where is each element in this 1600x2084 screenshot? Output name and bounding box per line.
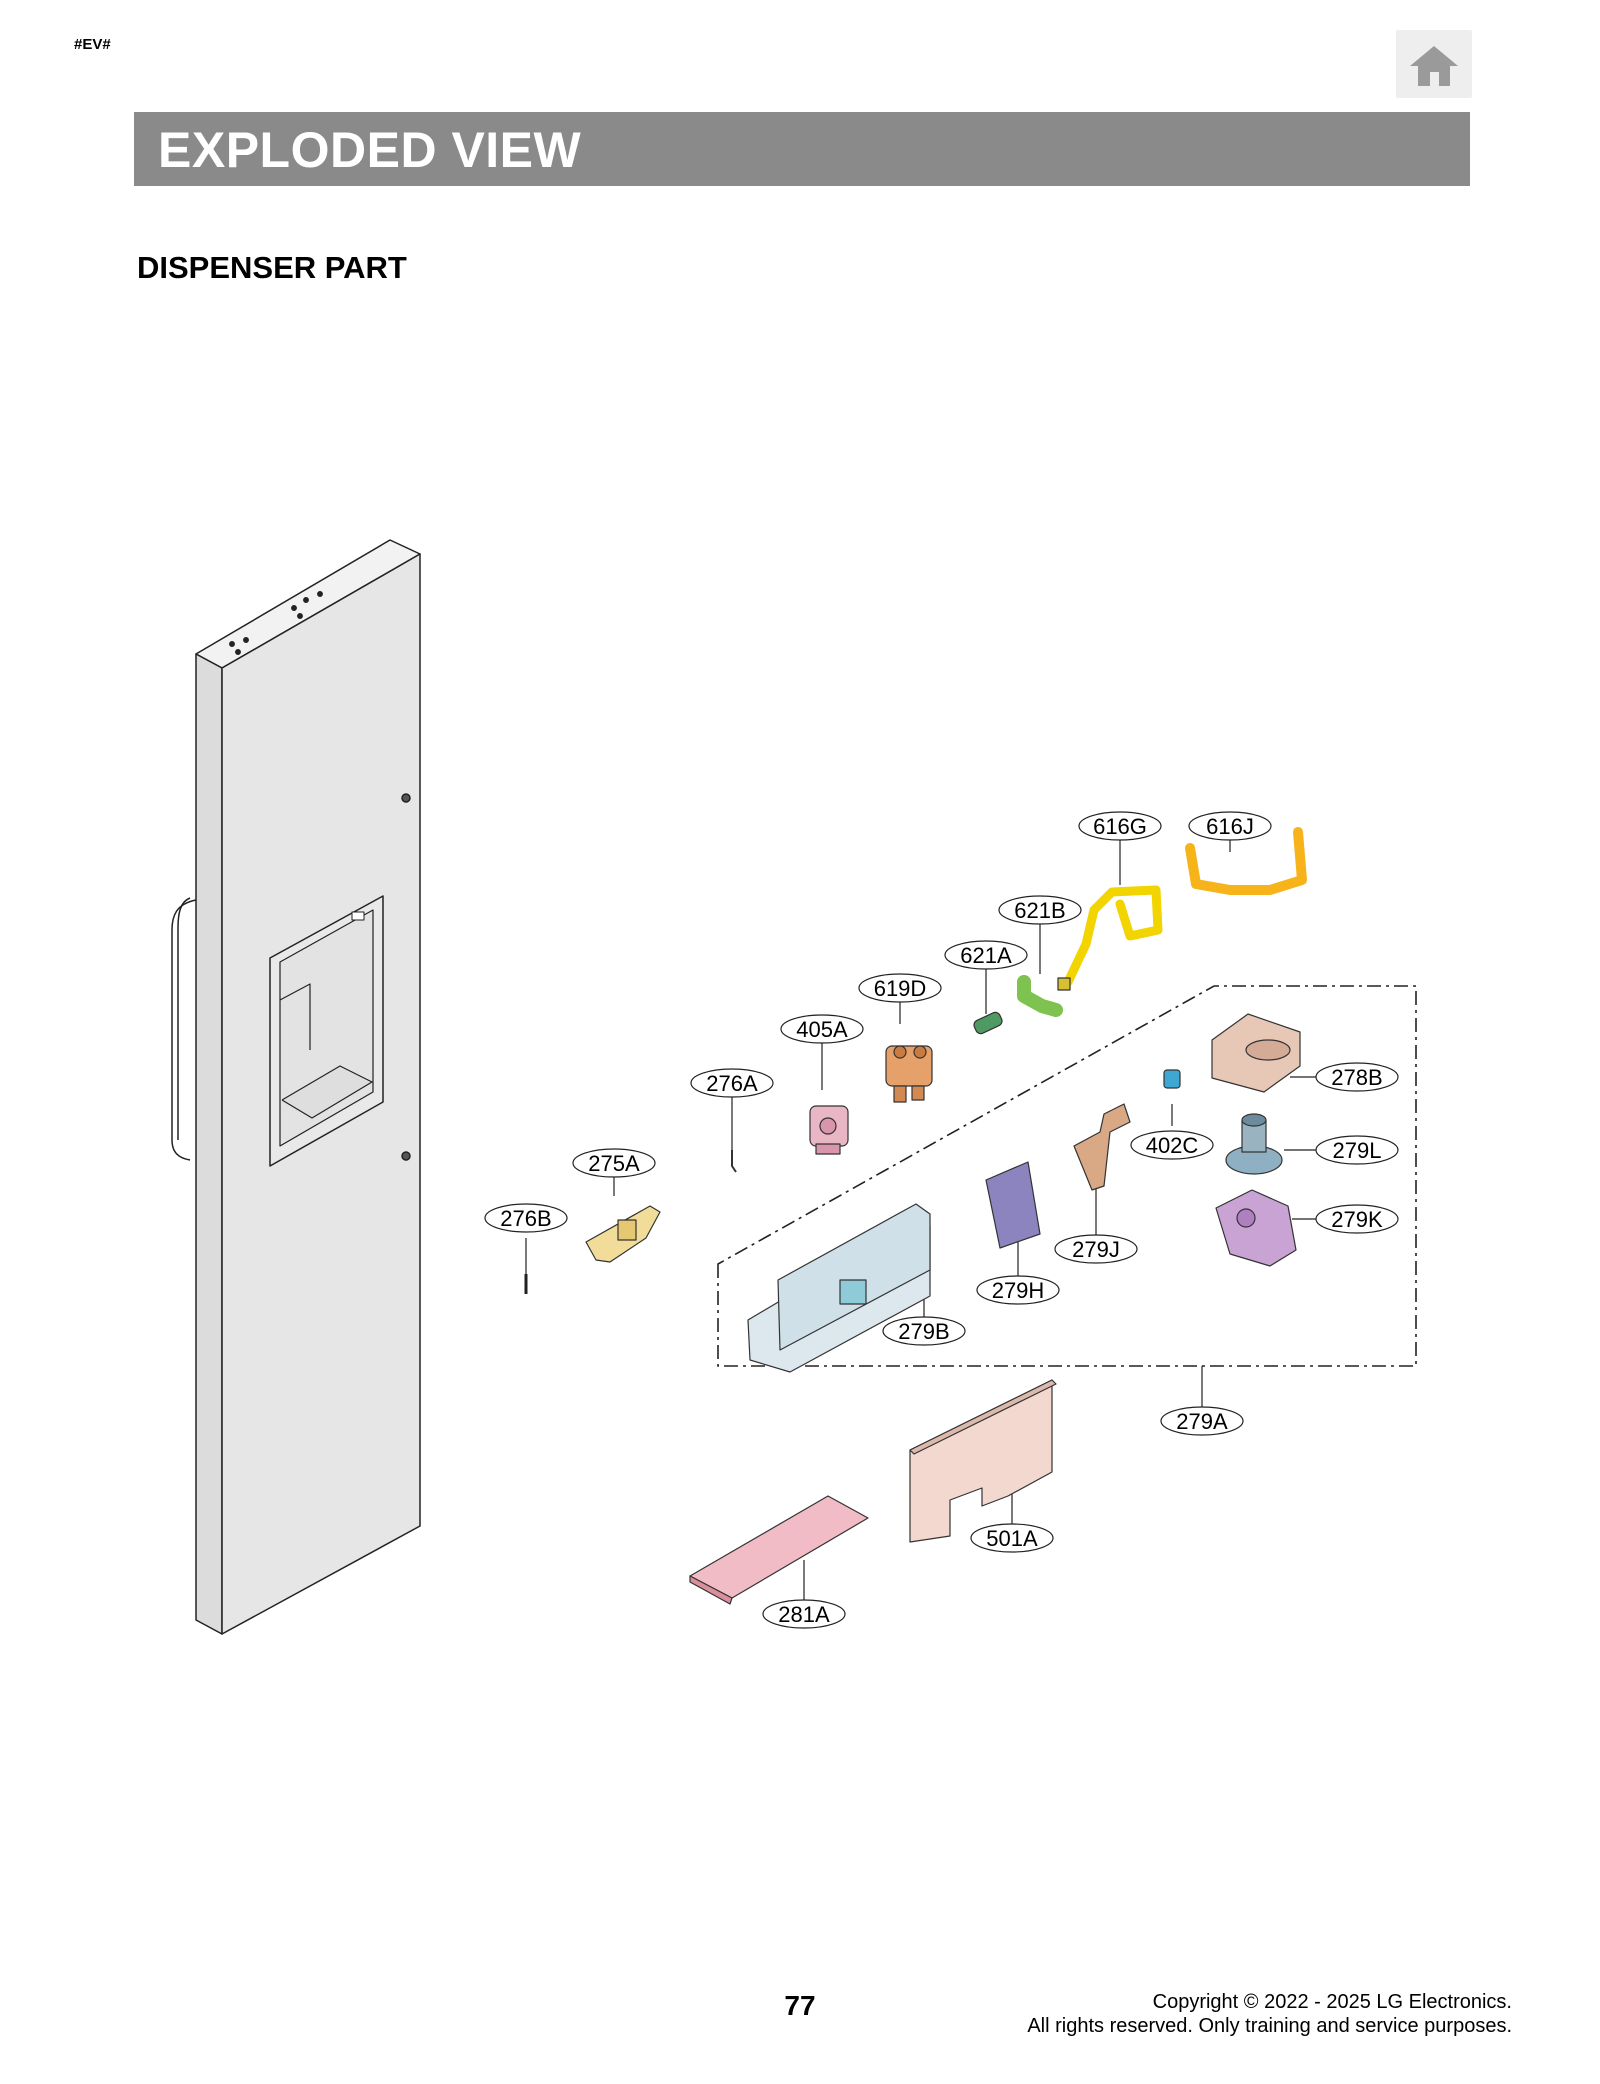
callout-276B: 276B: [484, 1203, 568, 1233]
callout-278B: 278B: [1315, 1062, 1399, 1092]
callout-405A: 405A: [780, 1014, 864, 1044]
svg-text:279J: 279J: [1072, 1237, 1120, 1262]
svg-text:278B: 278B: [1331, 1065, 1382, 1090]
callout-402C: 402C: [1130, 1130, 1214, 1160]
svg-text:275A: 275A: [588, 1151, 640, 1176]
svg-text:276A: 276A: [706, 1071, 758, 1096]
svg-text:501A: 501A: [986, 1526, 1038, 1551]
callout-279A: 279A: [1160, 1406, 1244, 1436]
motor-279K: [1215, 1189, 1297, 1267]
valve-619D: [885, 1045, 933, 1103]
cover-501A: [909, 1379, 1057, 1543]
valve-405A: [809, 1105, 849, 1155]
svg-text:279L: 279L: [1333, 1138, 1382, 1163]
title-banner: EXPLODED VIEW: [134, 112, 1470, 186]
callout-275A: 275A: [572, 1148, 656, 1178]
ev-tag: #EV#: [74, 36, 111, 53]
callout-279L: 279L: [1315, 1135, 1399, 1165]
housing-278B: [1211, 1013, 1301, 1093]
elbow-621B: [1017, 975, 1063, 1017]
tray-281A: [689, 1495, 869, 1605]
callout-281A: 281A: [762, 1599, 846, 1629]
page-title: EXPLODED VIEW: [158, 122, 582, 178]
svg-text:281A: 281A: [778, 1602, 830, 1627]
housing-279B: [747, 1203, 931, 1373]
page-number: 77: [784, 1990, 816, 2021]
refrigerator-door: [171, 539, 421, 1635]
callout-279B: 279B: [882, 1316, 966, 1346]
svg-text:276B: 276B: [500, 1206, 551, 1231]
tube-616G: [1063, 885, 1163, 987]
svg-text:279B: 279B: [898, 1319, 949, 1344]
svg-text:619D: 619D: [874, 976, 927, 1001]
assembly-279A-outline: [717, 985, 1417, 1367]
part-402C: [1163, 1069, 1181, 1089]
callout-276A: 276A: [690, 1068, 774, 1098]
callout-279K: 279K: [1315, 1204, 1399, 1234]
callout-621B: 621B: [998, 895, 1082, 925]
svg-text:616G: 616G: [1093, 814, 1147, 839]
copyright-notice: Copyright © 2022 - 2025 LG Electronics. …: [1027, 1990, 1512, 2038]
callout-619D: 619D: [858, 973, 942, 1003]
svg-text:279H: 279H: [992, 1278, 1045, 1303]
copyright-line-2: All rights reserved. Only training and s…: [1027, 2015, 1512, 2037]
svg-text:402C: 402C: [1146, 1133, 1199, 1158]
tube-616J: [1185, 827, 1307, 895]
svg-text:621B: 621B: [1014, 898, 1065, 923]
panel-279H: [985, 1161, 1041, 1249]
section-title: DISPENSER PART: [137, 250, 407, 285]
copyright-line-1: Copyright © 2022 - 2025 LG Electronics.: [1152, 1991, 1512, 2013]
callout-501A: 501A: [970, 1523, 1054, 1553]
motor-279L: [1225, 1113, 1283, 1175]
bracket-279J: [1073, 1103, 1131, 1191]
tube-616G-fitting: [1057, 977, 1071, 991]
lever-275A: [585, 1205, 661, 1263]
svg-text:616J: 616J: [1206, 814, 1254, 839]
home-button[interactable]: [1396, 30, 1472, 98]
callout-279H: 279H: [976, 1275, 1060, 1305]
callout-279J: 279J: [1054, 1234, 1138, 1264]
callout-616J: 616J: [1188, 811, 1272, 841]
svg-text:279K: 279K: [1331, 1207, 1383, 1232]
callout-621A: 621A: [944, 940, 1028, 970]
parts: [524, 827, 1307, 1605]
spring-276A: [731, 1150, 737, 1173]
home-icon: [1410, 46, 1458, 86]
svg-text:621A: 621A: [960, 943, 1012, 968]
svg-text:405A: 405A: [796, 1017, 848, 1042]
callout-616G: 616G: [1078, 811, 1162, 841]
svg-text:279A: 279A: [1176, 1409, 1228, 1434]
connector-621A: [973, 1011, 1003, 1035]
